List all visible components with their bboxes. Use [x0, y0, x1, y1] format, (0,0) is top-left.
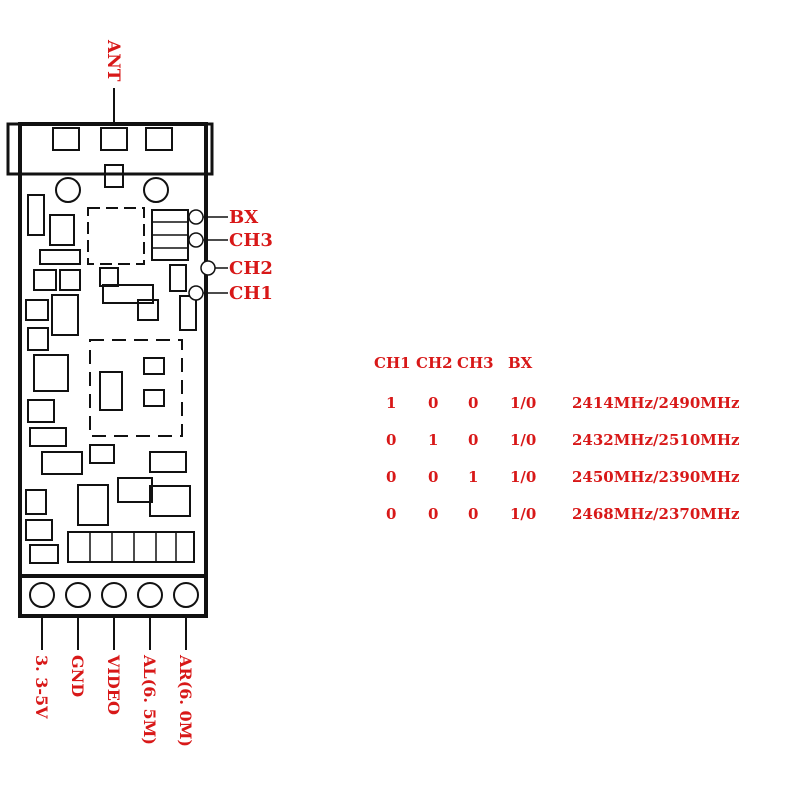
component [59, 269, 81, 291]
component [39, 249, 81, 265]
cell-ch3: 0 [468, 431, 479, 449]
bottom-pin-video: VIDEO [104, 654, 123, 715]
pad-bx [188, 209, 204, 225]
cell-ch1: 1 [386, 394, 397, 412]
rf-chip [87, 207, 145, 265]
component [143, 389, 165, 407]
rf-pad [100, 127, 128, 151]
video-chip [89, 339, 183, 437]
side-pin-ch1: CH1 [229, 283, 273, 304]
cell-ch3: 0 [468, 505, 479, 523]
header-bx: BX [508, 354, 533, 372]
cell-ch3: 0 [468, 394, 479, 412]
side-pin-ch3: CH3 [229, 230, 273, 251]
pin-gnd [65, 582, 91, 608]
rf-pad [145, 127, 173, 151]
component [51, 294, 79, 336]
cell-ch2: 0 [428, 468, 439, 486]
rf-pad [52, 127, 80, 151]
component [25, 489, 47, 515]
bottom-pin-ar: AR(6. 0M) [176, 654, 195, 747]
cell-ch2: 1 [428, 431, 439, 449]
cell-ch1: 0 [386, 505, 397, 523]
pin-3v3 [29, 582, 55, 608]
crystal [104, 164, 124, 188]
component [149, 451, 187, 473]
component [33, 354, 69, 392]
component [29, 544, 59, 564]
component [117, 477, 153, 503]
pad-ch3 [188, 232, 204, 248]
cell-bx: 1/0 [510, 394, 537, 412]
side-pin-ch2: CH2 [229, 258, 273, 279]
mount-hole [143, 177, 169, 203]
mount-hole [55, 177, 81, 203]
component [27, 327, 49, 351]
pin-video [101, 582, 127, 608]
component [137, 299, 159, 321]
side-pin-bx: BX [229, 207, 258, 228]
component [179, 295, 197, 331]
header-ch3: CH3 [457, 354, 494, 372]
component [33, 269, 57, 291]
ant-label: ANT [103, 39, 123, 82]
cell-ch1: 0 [386, 431, 397, 449]
component [41, 451, 83, 475]
component [99, 371, 123, 411]
component [49, 214, 75, 246]
component [29, 427, 67, 447]
component [67, 531, 195, 563]
bottom-pin-al: AL(6. 5M) [140, 654, 159, 745]
cell-bx: 1/0 [510, 468, 537, 486]
pin-ar [173, 582, 199, 608]
header-ch1: CH1 [374, 354, 411, 372]
component [25, 519, 53, 541]
cell-frequency: 2432MHz/2510MHz [572, 431, 740, 449]
component [102, 284, 154, 304]
component [143, 357, 165, 375]
component [25, 299, 49, 321]
cell-bx: 1/0 [510, 505, 537, 523]
cell-bx: 1/0 [510, 431, 537, 449]
cell-ch3: 1 [468, 468, 479, 486]
bottom-pin-3v3: 3. 3-5V [32, 655, 51, 719]
component [27, 194, 45, 236]
header-ch2: CH2 [416, 354, 453, 372]
cell-ch1: 0 [386, 468, 397, 486]
cell-frequency: 2450MHz/2390MHz [572, 468, 740, 486]
component [99, 267, 119, 287]
component [169, 264, 187, 292]
component [149, 485, 191, 517]
board-outline [18, 122, 208, 618]
pad-ch2 [200, 260, 216, 276]
pin-al [137, 582, 163, 608]
component [27, 399, 55, 423]
pad-ch1 [188, 285, 204, 301]
cell-ch2: 0 [428, 394, 439, 412]
component [77, 484, 109, 526]
bottom-pin-gnd: GND [68, 655, 87, 697]
top-connector [6, 122, 214, 176]
cell-ch2: 0 [428, 505, 439, 523]
pin-header [18, 574, 208, 618]
cell-frequency: 2414MHz/2490MHz [572, 394, 740, 412]
cell-frequency: 2468MHz/2370MHz [572, 505, 740, 523]
component [89, 444, 115, 464]
